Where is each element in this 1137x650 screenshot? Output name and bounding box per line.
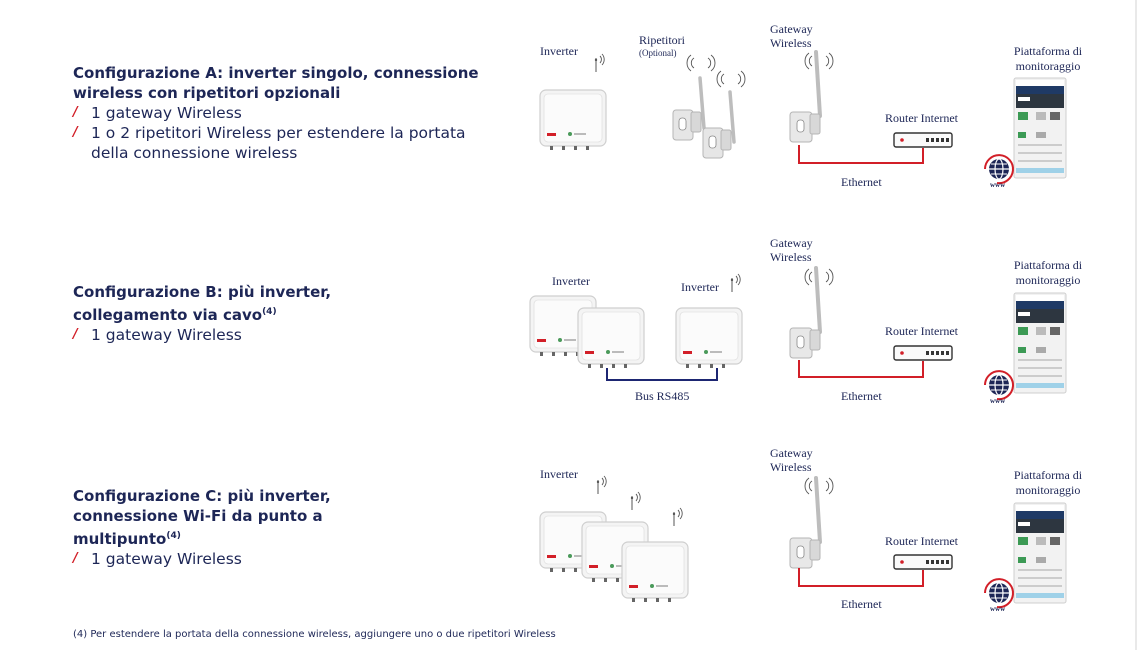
config-b-title: Configurazione B: più inverter, collegam… xyxy=(73,283,332,324)
gateway-c-icon xyxy=(788,476,822,570)
wifi-antenna-icon xyxy=(594,53,605,73)
gateway-a-icon xyxy=(788,50,822,144)
bullet-mark-icon: / xyxy=(73,551,78,566)
config-c-title: Configurazione C: più inverter, connessi… xyxy=(73,487,331,548)
phone-app-b-icon xyxy=(1013,292,1067,394)
www-b-label: www xyxy=(990,397,1006,405)
platform-b-label-2: monitoraggio xyxy=(1015,273,1081,287)
bus-rs485-line xyxy=(606,368,718,381)
ethernet-b-line xyxy=(798,360,924,378)
router-b-icon xyxy=(893,345,953,361)
inverter-c3-icon xyxy=(621,541,689,603)
inverter-b2-icon xyxy=(577,307,645,369)
config-c-block: Configurazione C: più inverter, connessi… xyxy=(73,486,493,569)
inverter-a-label: Inverter xyxy=(540,44,578,58)
wifi-waves-icon xyxy=(804,52,834,70)
config-a-bullet-1: /1 gateway Wireless xyxy=(73,104,242,122)
ethernet-a-line xyxy=(798,145,924,164)
config-a-title: Configurazione A: inverter singolo, conn… xyxy=(73,64,479,102)
gateway-c-label-2: Wireless xyxy=(770,460,812,474)
router-a-label: Router Internet xyxy=(885,111,958,125)
bullet-mark-icon: / xyxy=(73,125,78,140)
bullet-mark-icon: / xyxy=(73,105,78,120)
gateway-b-label-1: Gateway xyxy=(770,236,813,250)
inverter-b3-label: Inverter xyxy=(681,280,719,294)
www-c-label: www xyxy=(990,605,1006,613)
wifi-waves-icon xyxy=(804,268,834,286)
config-a-block: Configurazione A: inverter singolo, conn… xyxy=(73,63,493,163)
gateway-b-icon xyxy=(788,266,822,360)
gateway-a-label-2: Wireless xyxy=(770,36,812,50)
phone-app-c-icon xyxy=(1013,502,1067,604)
config-b-bullet-1: /1 gateway Wireless xyxy=(73,326,242,344)
repeater-1-icon xyxy=(672,76,706,141)
router-a-icon xyxy=(893,132,953,148)
platform-c-label-1: Piattaforma di xyxy=(1013,468,1083,482)
wifi-antenna-icon xyxy=(730,273,741,293)
bus-rs485-label: Bus RS485 xyxy=(635,389,690,403)
www-a-label: www xyxy=(990,181,1006,189)
bullet-mark-icon: / xyxy=(73,327,78,342)
ethernet-b-label: Ethernet xyxy=(841,389,882,403)
platform-a-label-2: monitoraggio xyxy=(1015,59,1081,73)
config-c-bullet-1: /1 gateway Wireless xyxy=(73,550,242,568)
repeater-2-icon xyxy=(702,90,736,159)
wifi-waves-icon xyxy=(686,54,746,88)
gateway-c-label-1: Gateway xyxy=(770,446,813,460)
platform-b-label-1: Piattaforma di xyxy=(1013,258,1083,272)
wifi-antenna-icon xyxy=(672,507,683,527)
wifi-antenna-icon xyxy=(630,491,641,511)
inverter-b3-icon xyxy=(675,307,743,369)
wifi-waves-icon xyxy=(804,477,834,495)
router-b-label: Router Internet xyxy=(885,324,958,338)
inverter-c-label: Inverter xyxy=(540,467,578,481)
repeaters-label: Ripetitori xyxy=(639,33,685,47)
ethernet-c-label: Ethernet xyxy=(841,597,882,611)
gateway-b-label-2: Wireless xyxy=(770,250,812,264)
phone-app-a-icon xyxy=(1013,77,1067,179)
ethernet-a-label: Ethernet xyxy=(841,175,882,189)
repeaters-optional-label: (Optional) xyxy=(639,48,677,58)
footnote: (4) Per estendere la portata della conne… xyxy=(73,629,556,640)
platform-c-label-2: monitoraggio xyxy=(1015,483,1081,497)
inverter-b1-label: Inverter xyxy=(552,274,590,288)
gateway-a-label-1: Gateway xyxy=(770,22,813,36)
config-b-block: Configurazione B: più inverter, collegam… xyxy=(73,282,493,345)
wifi-antenna-icon xyxy=(596,475,607,495)
ethernet-c-line xyxy=(798,568,924,587)
router-c-icon xyxy=(893,554,953,570)
router-c-label: Router Internet xyxy=(885,534,958,548)
config-a-bullet-2: /1 o 2 ripetitori Wireless per estendere… xyxy=(73,124,466,162)
platform-a-label-1: Piattaforma di xyxy=(1013,44,1083,58)
inverter-a-icon xyxy=(539,89,607,151)
page-right-border xyxy=(1135,0,1137,650)
